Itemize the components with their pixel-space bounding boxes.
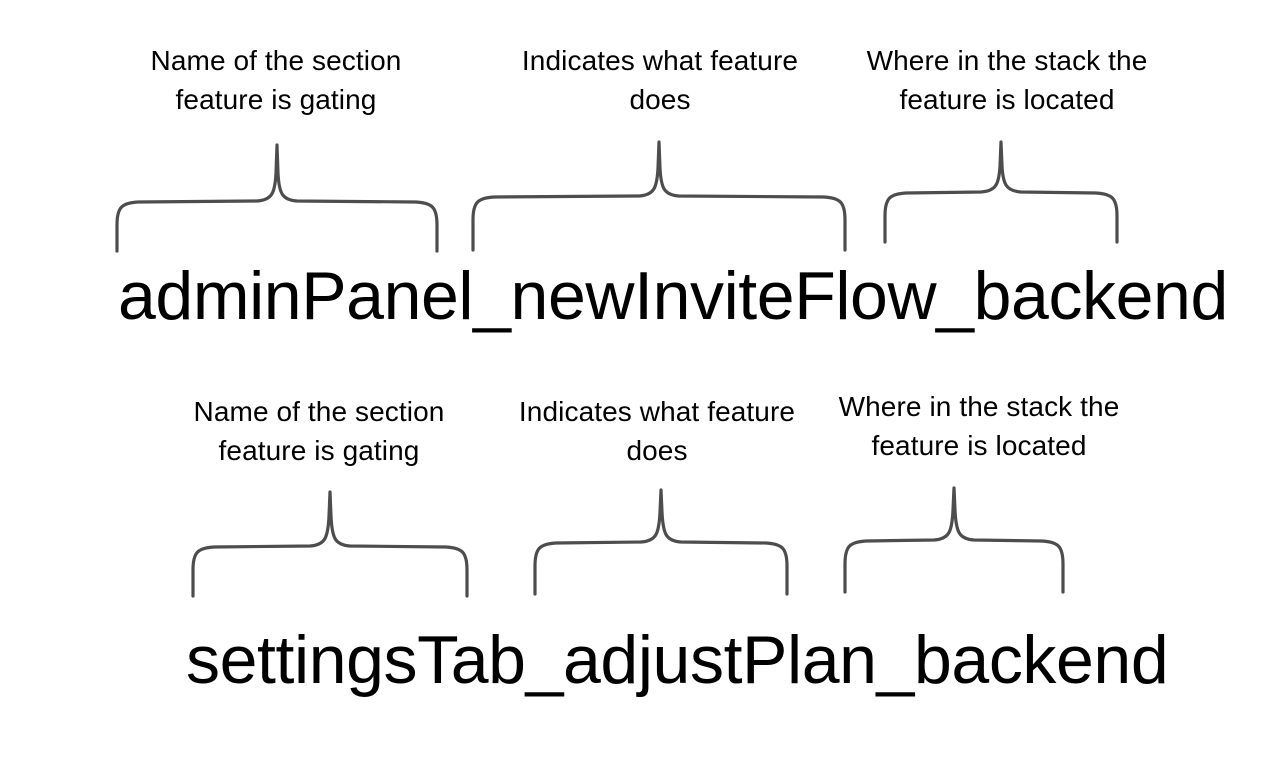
curly-brace-row1-stack [880,140,1122,244]
annotation-label-row1-feature: Indicates what feature does [521,45,799,115]
curly-brace-row2-feature [530,488,792,596]
curly-brace-row2-section [188,490,472,598]
annotation-label-row1-section: Name of the section feature is gating [150,45,402,115]
annotation-label-row2-stack: Where in the stack the feature is locate… [838,391,1120,461]
annotation-label-row2-feature: Indicates what feature does [518,396,796,466]
feature-flag-name-row1: adminPanel_newInviteFlow_backend [118,258,1228,334]
annotation-label-row2-section: Name of the section feature is gating [193,396,445,466]
curly-brace-row2-stack [840,486,1068,594]
annotation-label-row1-stack: Where in the stack the feature is locate… [866,45,1148,115]
curly-brace-row1-feature [468,140,850,252]
feature-flag-name-row2: settingsTab_adjustPlan_backend [186,622,1169,698]
curly-brace-row1-section [112,143,442,253]
